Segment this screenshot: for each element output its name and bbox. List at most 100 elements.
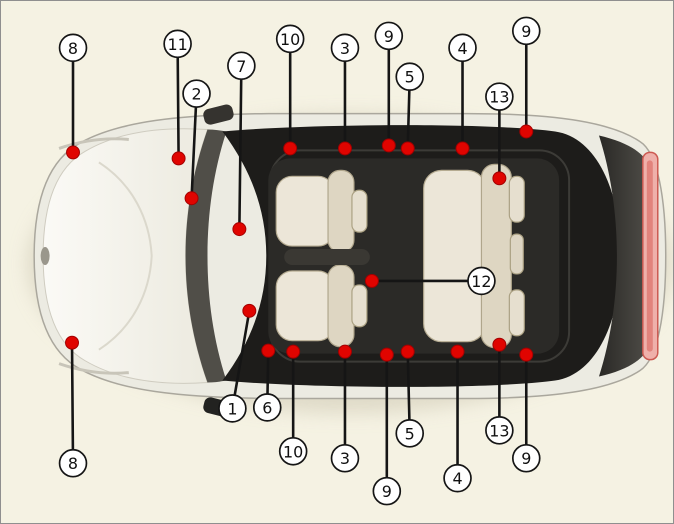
location-dot	[400, 141, 415, 156]
callout-leader-line	[231, 309, 251, 410]
seat-cushion	[275, 270, 335, 342]
headlight-line-bottom	[58, 362, 129, 375]
callout-number: 10	[283, 442, 303, 461]
callout-circle	[443, 463, 472, 493]
location-dot	[232, 222, 247, 237]
callout-number: 8	[68, 454, 78, 473]
center-console	[284, 249, 370, 265]
location-dot	[519, 347, 534, 362]
callout-number: 4	[457, 39, 467, 58]
callout-5: 5	[395, 62, 425, 156]
callout-3: 3	[330, 344, 360, 473]
callout-number: 9	[521, 449, 531, 468]
callout-circle	[467, 266, 496, 296]
headrest	[508, 289, 525, 337]
location-dot	[492, 337, 507, 352]
callout-number: 9	[384, 27, 394, 46]
callout-circle	[511, 443, 541, 473]
location-dot	[337, 344, 352, 359]
callout-5: 5	[395, 344, 425, 448]
location-dot	[381, 138, 396, 153]
location-dot	[364, 273, 379, 288]
callout-circle	[278, 436, 308, 466]
location-dot	[283, 141, 298, 156]
callout-circle	[395, 62, 425, 92]
callout-leader-line	[70, 341, 75, 465]
location-dot	[519, 124, 534, 139]
headlight-line-top	[58, 137, 129, 150]
callout-number: 1	[227, 399, 237, 418]
callout-circle	[374, 21, 404, 51]
seat-cushion	[275, 175, 335, 247]
callout-circle	[372, 476, 402, 506]
callout-number: 7	[236, 57, 246, 76]
callout-10: 10	[275, 24, 305, 156]
callout-number: 13	[489, 88, 509, 107]
headrest	[509, 233, 524, 275]
headrest	[351, 189, 368, 233]
callout-2: 2	[182, 79, 211, 206]
callout-9: 9	[511, 347, 541, 473]
location-dot	[66, 145, 80, 160]
location-dot	[379, 347, 394, 362]
callout-1: 1	[218, 303, 257, 423]
callout-leader-line	[238, 64, 243, 231]
callout-number: 6	[262, 398, 272, 417]
callout-number: 2	[191, 85, 201, 104]
location-dot	[337, 141, 352, 156]
callout-circle	[58, 448, 88, 478]
callout-circle	[182, 79, 211, 108]
callout-circle	[275, 24, 305, 54]
callout-number: 5	[405, 424, 415, 443]
callout-number: 10	[280, 30, 300, 49]
location-dot	[65, 335, 79, 350]
headrest	[508, 175, 525, 223]
location-dot	[450, 344, 465, 359]
callout-number: 3	[340, 39, 350, 58]
taillight-inner	[646, 160, 653, 352]
callout-circle	[395, 419, 425, 448]
callout-number: 9	[382, 482, 392, 501]
hood-crease-line	[98, 161, 153, 351]
location-dot	[184, 191, 199, 206]
callout-circle	[330, 33, 360, 63]
location-dot	[400, 344, 415, 359]
callout-3: 3	[330, 33, 360, 156]
location-dot	[492, 171, 507, 186]
callout-number: 8	[68, 39, 78, 58]
callout-number: 4	[452, 469, 462, 488]
callout-9: 9	[372, 347, 402, 506]
callout-number: 3	[340, 449, 350, 468]
seat-backrest	[327, 264, 355, 348]
front-seat-lower	[275, 264, 368, 348]
callout-circle	[511, 16, 541, 46]
callout-11: 11	[163, 29, 192, 166]
callout-circle	[218, 394, 247, 423]
callout-number: 5	[405, 68, 415, 87]
callout-circle	[485, 82, 514, 111]
callout-leader-line	[190, 92, 198, 200]
callout-6: 6	[252, 343, 282, 422]
callout-circle	[448, 33, 477, 63]
callout-4: 4	[448, 33, 477, 156]
callout-number: 13	[489, 421, 509, 440]
callout-circle	[252, 393, 282, 422]
location-dot	[261, 343, 276, 358]
callout-number: 11	[167, 35, 187, 54]
callout-8: 8	[58, 335, 88, 478]
location-dot	[286, 344, 301, 359]
trunk-lid	[598, 135, 645, 377]
callout-7: 7	[227, 51, 256, 237]
callout-circle	[163, 29, 192, 59]
callout-13: 13	[485, 337, 514, 445]
callout-circle	[227, 51, 256, 81]
callout-10: 10	[278, 344, 308, 466]
callout-9: 9	[374, 21, 404, 153]
callout-circle	[485, 416, 514, 445]
rear-bench-seat	[423, 163, 525, 349]
callout-number: 12	[471, 272, 491, 291]
callout-circle	[330, 443, 360, 473]
side-mirror-top	[203, 104, 234, 125]
